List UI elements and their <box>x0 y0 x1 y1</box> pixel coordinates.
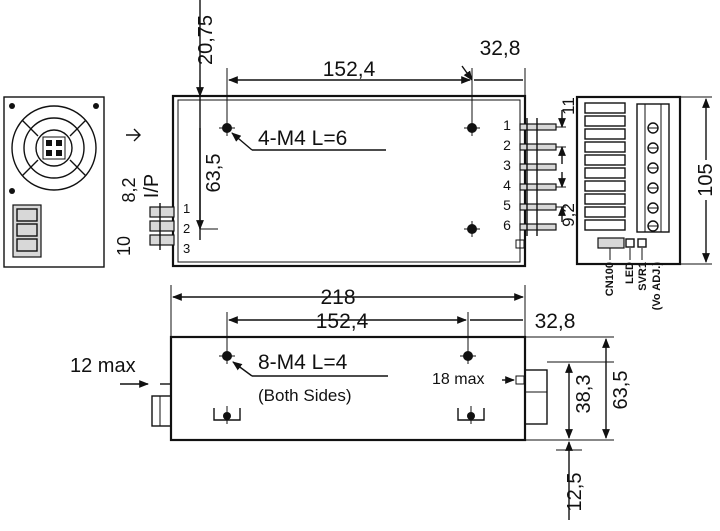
output-pin-3: 3 <box>503 157 511 173</box>
side-output-terminal <box>524 369 548 425</box>
dim-top-length: 152,4 <box>323 58 376 81</box>
input-pin-2: 2 <box>183 221 190 236</box>
mount-note-top: 4-M4 L=6 <box>258 127 347 150</box>
dim-side-right-offset: 32,8 <box>535 310 576 333</box>
dim-height: 105 <box>695 163 717 196</box>
output-pin-2: 2 <box>503 137 511 153</box>
top-view: 20,75 152,4 32,8 4-M4 L=6 63,5 <box>114 0 578 268</box>
output-pin-4: 4 <box>503 177 511 193</box>
dim-pin-bottom: 9,2 <box>559 203 578 227</box>
side-mount-hole-icon <box>219 348 476 364</box>
top-view-body <box>171 94 527 268</box>
dim-right-offset: 32,8 <box>480 37 521 60</box>
dim-left-max: 12 max <box>70 355 136 377</box>
output-pin-1: 1 <box>503 117 511 133</box>
mount-note-side: 8-M4 L=4 <box>258 351 348 374</box>
output-pin-5: 5 <box>503 197 511 213</box>
fan-end-view <box>3 96 141 268</box>
side-input-connector <box>151 395 172 427</box>
dim-total-height: 63,5 <box>610 371 632 410</box>
label-svr1: SVR1 <box>637 262 649 291</box>
dim-right-max: 18 max <box>432 371 484 388</box>
label-vo-adj: (Vo ADJ.) <box>651 262 663 311</box>
heatsink-fins <box>584 102 626 231</box>
input-pin-3: 3 <box>183 241 190 256</box>
dim-input-upper: 8,2 <box>119 177 139 202</box>
side-view: 218 152,4 32,8 12 max 8-M4 L=4 (Both Sid… <box>70 285 632 520</box>
input-connector-icon <box>149 203 175 250</box>
label-led: LED <box>624 262 636 284</box>
mount-hole-icon <box>219 120 480 237</box>
input-label: I/P <box>141 174 163 198</box>
connector-led-trim <box>597 237 647 260</box>
dim-pin-pitch: 11 <box>559 97 578 115</box>
dim-input-lower: 10 <box>114 236 134 256</box>
input-terminal-icon <box>12 204 42 258</box>
label-cn100: CN100 <box>604 262 616 296</box>
view-arrow-icon <box>126 128 141 142</box>
right-end-view: CN100 LED SVR1 (Vo ADJ.) 105 <box>575 95 717 311</box>
dim-vertical-offset: 20,75 <box>195 15 217 65</box>
dim-side-hole-spacing: 152,4 <box>316 310 369 333</box>
dim-hole-height: 38,3 <box>573 375 595 414</box>
side-bracket-icon <box>213 406 485 424</box>
output-pin-6: 6 <box>503 217 511 233</box>
end-view-outline <box>575 95 682 266</box>
mount-note-side-sub: (Both Sides) <box>258 386 352 405</box>
dim-hole-spacing-top: 63,5 <box>203 154 225 193</box>
fan-icon <box>9 103 99 194</box>
dim-bottom: 12,5 <box>564 473 586 512</box>
terminal-screws <box>636 103 670 233</box>
output-terminal-block <box>515 118 557 249</box>
input-pin-1: 1 <box>183 201 190 216</box>
dim-total-length: 218 <box>320 286 355 309</box>
fan-end-outline <box>3 96 105 268</box>
